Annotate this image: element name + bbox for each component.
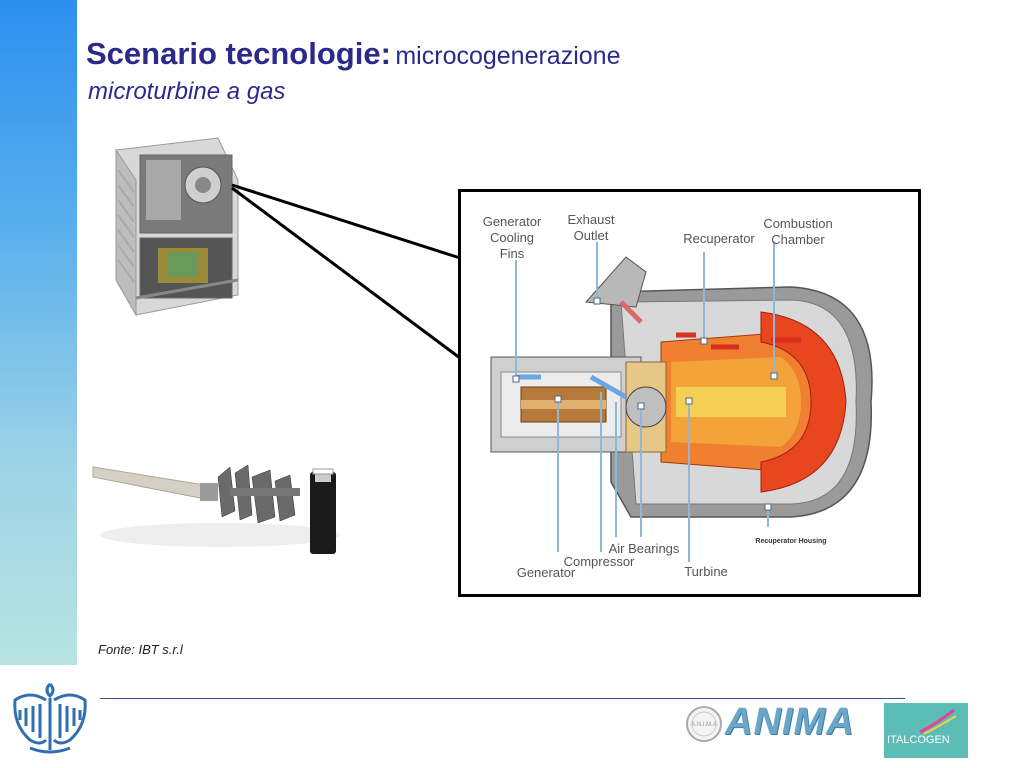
turbine-rotor-image: [92, 464, 340, 554]
microturbine-unit-image: [115, 137, 239, 317]
confindustria-eagle-logo: [13, 682, 87, 754]
label-recuperator: Recuperator: [683, 231, 755, 246]
italcogen-logo: ITALCOGEN: [884, 703, 968, 758]
slide-title: Scenario tecnologie: microcogenerazione: [86, 36, 620, 72]
label-recuperator-housing: Recuperator Housing: [755, 538, 827, 545]
italcogen-logo-text: ITALCOGEN: [887, 734, 950, 746]
label-compressor: Compressor: [563, 554, 635, 569]
anima-seal-icon: A.N.I.M.A: [686, 706, 722, 742]
title-main: Scenario tecnologie:: [86, 36, 391, 71]
label-combustion-chamber: Combustion Chamber: [763, 216, 833, 247]
label-exhaust-outlet: Exhaust Outlet: [567, 212, 615, 243]
title-sub: microcogenerazione: [395, 42, 621, 70]
label-generator: Generator: [516, 565, 576, 580]
slide-subtitle: microturbine a gas: [88, 78, 286, 105]
turbine-cutaway-diagram: Generator Cooling Fins Exhaust Outlet Re…: [458, 189, 921, 597]
footer-divider: [100, 698, 905, 699]
side-bar: [0, 0, 77, 665]
label-air-bearings: Air Bearings: [608, 541, 680, 556]
label-turbine: Turbine: [684, 564, 728, 579]
label-generator-cooling-fins: Generator Cooling Fins: [482, 214, 542, 261]
cutaway-drawing: [490, 242, 873, 562]
anima-logo-text: ANIMA: [725, 701, 855, 743]
italcogen-swoosh-icon: [919, 708, 957, 735]
source-caption: Fonte: IBT s.r.l: [98, 642, 183, 657]
anima-logo: ANIMA: [725, 700, 870, 744]
anima-seal-text: A.N.I.M.A: [691, 722, 717, 728]
